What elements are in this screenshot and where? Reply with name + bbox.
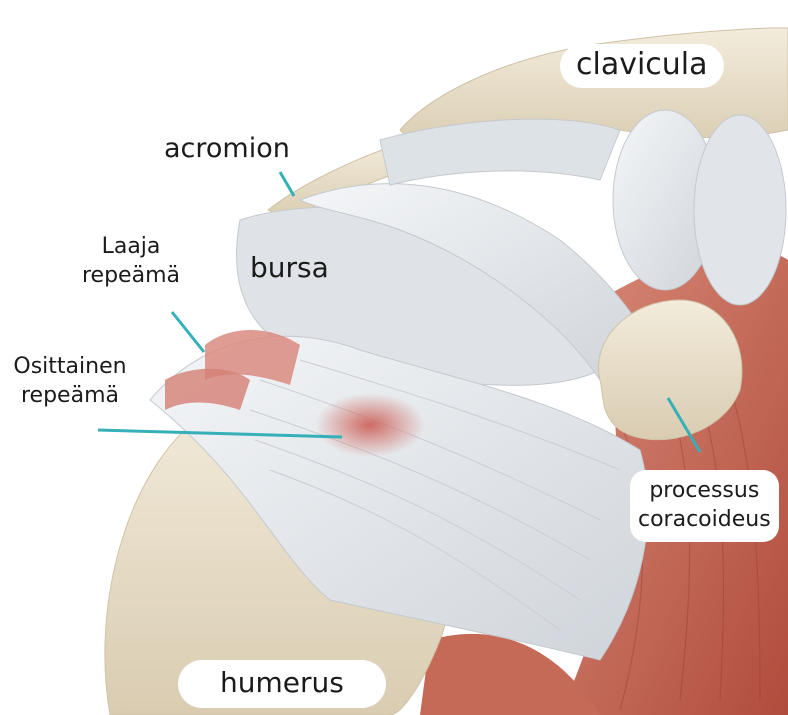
label-osittainen-line2: repeämä [0, 381, 140, 410]
partial-tear-spot [315, 393, 425, 457]
label-osittainen-line1: Osittainen [0, 352, 140, 381]
label-laaja-line1: Laaja [76, 232, 186, 261]
acromion-leader [280, 172, 294, 196]
label-clavicula: clavicula [560, 44, 724, 88]
muscle-bundle-2 [694, 115, 786, 305]
label-processus-line1: processus [638, 476, 771, 505]
label-processus-line2: coracoideus [638, 505, 771, 534]
laaja-leader [172, 312, 204, 352]
label-laaja-line2: repeämä [76, 261, 186, 290]
label-laaja-repeama: Laaja repeämä [76, 232, 186, 290]
label-osittainen-repeama: Osittainen repeämä [0, 352, 140, 410]
label-humerus: humerus [178, 660, 386, 708]
label-bursa: bursa [240, 250, 339, 288]
label-acromion: acromion [164, 134, 290, 164]
label-processus-coracoideus: processus coracoideus [630, 470, 779, 542]
